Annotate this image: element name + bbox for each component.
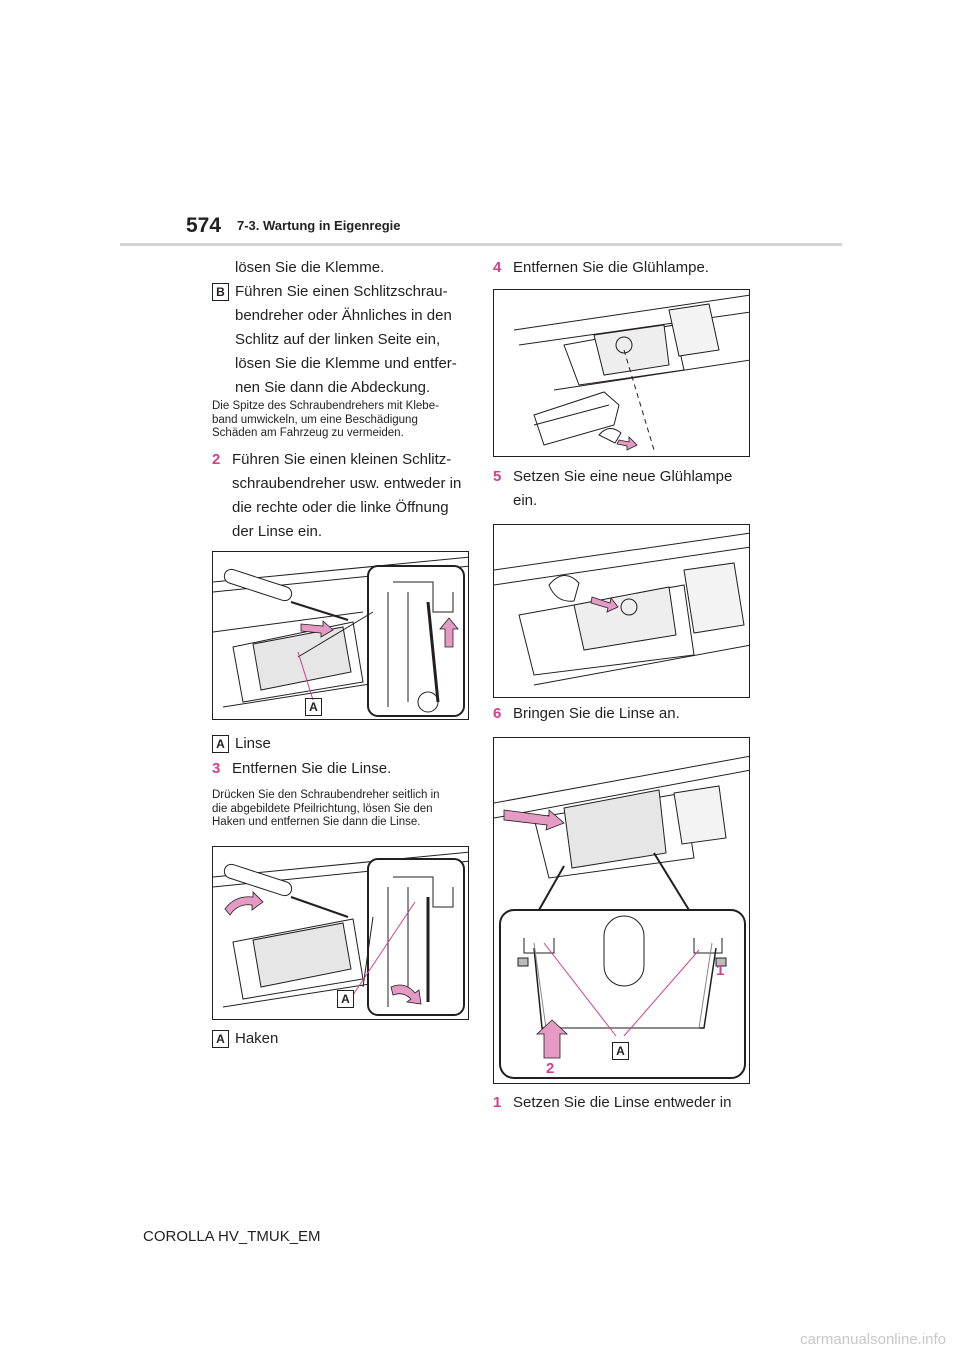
label-b-badge: B (212, 283, 229, 302)
step-line: Setzen Sie eine neue Glühlampe (513, 468, 733, 485)
note-remove-lens: Drücken Sie den Schraubendreher seitlich… (212, 789, 472, 830)
step-text: Bringen Sie die Linse an. (513, 705, 680, 722)
step-number: 5 (493, 468, 502, 485)
note-line: Die Spitze des Schraubendrehers mit Kleb… (212, 400, 439, 412)
step-number: 2 (212, 451, 221, 468)
instruction-b-line: Führen Sie einen Schlitzschrau- (235, 283, 448, 300)
note-tape: Die Spitze des Schraubendrehers mit Kleb… (212, 400, 472, 441)
intro-line: lösen Sie die Klemme. (235, 259, 385, 276)
watermark: carmanualsonline.info (800, 1331, 946, 1348)
instruction-b-line: Schlitz auf der linken Seite ein, (235, 331, 441, 348)
push-arrow-icon (390, 984, 422, 1005)
step-number: 3 (212, 760, 221, 777)
illustration-screwdriver-lens (213, 556, 468, 717)
figure-release-hook: A (212, 846, 469, 1020)
instruction-b-line: lösen Sie die Klemme und entfer- (235, 355, 457, 372)
step-text: Setzen Sie die Linse entweder in (513, 1094, 732, 1111)
illustration-release-hook (213, 851, 468, 1016)
step-number: 1 (493, 1094, 502, 1111)
arrow-up-icon (439, 617, 459, 648)
step-2: 2 Führen Sie einen kleinen Schlitz- schra… (212, 448, 472, 544)
note-line: die abgebildete Pfeilrichtung, lösen Sie… (212, 802, 433, 815)
arrow-up-icon (535, 1019, 569, 1059)
step-number: 4 (493, 259, 502, 276)
figure-label-a: A (337, 990, 354, 1008)
instruction-b: B Führen Sie einen Schlitzschrau- bendreh… (212, 280, 472, 400)
arrow-icon (300, 620, 334, 638)
substep-1: 1 Setzen Sie die Linse entweder in (493, 1091, 731, 1115)
caption-text: Linse (235, 735, 271, 752)
arrow-right-icon (503, 809, 565, 831)
illustration-remove-bulb (513, 294, 749, 451)
note-line: Haken und entfernen Sie dann die Linse. (212, 816, 421, 828)
figure-attach-lens: A 1 2 (493, 737, 750, 1084)
illustration-attach-lens (494, 755, 749, 1079)
caption-badge: A (212, 735, 229, 754)
page-number: 574 (186, 214, 222, 237)
figure-remove-bulb (493, 289, 750, 457)
figure-insert-screwdriver: A (212, 551, 469, 720)
figure-label-a: A (305, 698, 322, 716)
figure-insert-bulb (493, 524, 750, 698)
arrow-icon (590, 596, 619, 613)
caption-badge: A (212, 1030, 229, 1049)
step-line: die rechte oder die linke Öffnung (232, 499, 449, 516)
step-number: 6 (493, 705, 502, 722)
arrow-icon (616, 436, 638, 451)
step-text: Entfernen Sie die Linse. (232, 760, 392, 777)
note-line: Schäden am Fahrzeug zu vermeiden. (212, 427, 404, 439)
header-rule (120, 243, 842, 246)
note-line: Drücken Sie den Schraubendreher seitlich… (212, 789, 440, 801)
step-line: Führen Sie einen kleinen Schlitz- (232, 451, 452, 468)
step-6: 6 Bringen Sie die Linse an. (493, 702, 680, 726)
illustration-insert-bulb (494, 532, 749, 686)
step-3: 3 Entfernen Sie die Linse. (212, 757, 391, 781)
rotate-arrow-icon (224, 891, 264, 916)
step-line: schraubendreher usw. entweder in (232, 475, 462, 492)
caption-lens: A Linse (212, 732, 271, 756)
note-line: band umwickeln, um eine Beschädigung (212, 413, 418, 426)
step-line: der Linse ein. (232, 523, 323, 540)
instruction-b-line: bendreher oder Ähnliches in den (235, 307, 452, 324)
step-text: Entfernen Sie die Glühlampe. (513, 259, 709, 276)
step-4: 4 Entfernen Sie die Glühlampe. (493, 256, 709, 280)
callout-2: 2 (546, 1060, 555, 1077)
step-5: 5 Setzen Sie eine neue Glühlampe ein. (493, 465, 732, 513)
section-title: 7-3. Wartung in Eigenregie (237, 218, 401, 233)
step-line: ein. (513, 492, 538, 509)
instruction-b-line: nen Sie dann die Abdeckung. (235, 379, 431, 396)
caption-hook: A Haken (212, 1027, 278, 1051)
footer-model: COROLLA HV_TMUK_EM (143, 1228, 321, 1245)
caption-text: Haken (235, 1030, 279, 1047)
callout-1: 1 (716, 962, 725, 979)
figure-label-a: A (612, 1042, 629, 1060)
